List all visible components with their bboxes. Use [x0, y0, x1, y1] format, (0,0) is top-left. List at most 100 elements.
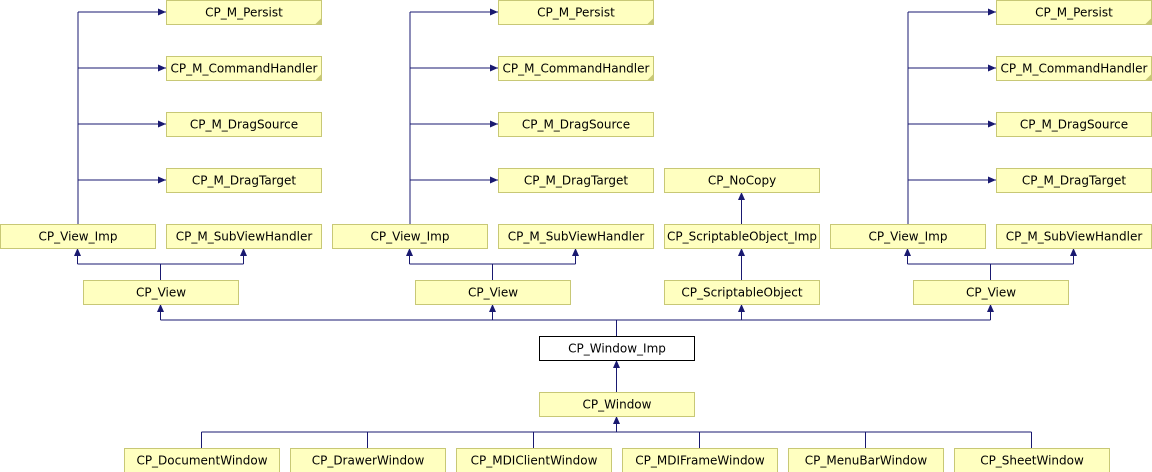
class-node[interactable]: CP_M_Persist	[166, 0, 322, 25]
class-node[interactable]: CP_NoCopy	[664, 168, 820, 193]
more-indicator-icon	[315, 74, 322, 81]
class-node-box	[539, 392, 695, 417]
class-node-box	[166, 0, 322, 25]
class-node[interactable]: CP_View	[415, 280, 571, 305]
class-name: CP_M_CommandHandler	[503, 62, 650, 76]
class-node-box	[498, 0, 654, 25]
class-node[interactable]: CP_View	[913, 280, 1069, 305]
class-node[interactable]: CP_View	[83, 280, 239, 305]
edge-arrow	[158, 120, 166, 128]
class-node[interactable]: CP_M_DragSource	[498, 112, 654, 137]
class-name: CP_DrawerWindow	[312, 454, 425, 468]
class-node-box	[788, 448, 944, 472]
class-node[interactable]: CP_MDIClientWindow	[456, 448, 612, 472]
class-node-box	[996, 0, 1152, 25]
class-node-box	[539, 336, 695, 361]
class-name: CP_DocumentWindow	[136, 454, 267, 468]
class-name: CP_M_DragSource	[522, 118, 630, 132]
edge-arrow	[988, 8, 996, 16]
class-node-box	[498, 168, 654, 193]
class-name: CP_View	[468, 286, 518, 300]
class-name: CP_M_DragTarget	[192, 174, 297, 188]
class-name: CP_NoCopy	[708, 174, 776, 188]
class-node[interactable]: CP_M_CommandHandler	[996, 56, 1152, 81]
class-node-box	[498, 56, 654, 81]
class-node[interactable]: CP_M_DragTarget	[166, 168, 322, 193]
class-node[interactable]: CP_M_Persist	[996, 0, 1152, 25]
class-node-box	[290, 448, 446, 472]
class-node[interactable]: CP_DocumentWindow	[124, 448, 280, 472]
class-node-box	[124, 448, 280, 472]
class-name: CP_M_DragTarget	[1022, 174, 1127, 188]
class-name: CP_M_SubViewHandler	[176, 230, 313, 244]
class-name: CP_MenuBarWindow	[805, 454, 928, 468]
class-node[interactable]: CP_M_SubViewHandler	[996, 224, 1152, 249]
class-name: CP_ScriptableObject	[681, 286, 802, 300]
class-name: CP_ScriptableObject_Imp	[667, 230, 817, 244]
class-node[interactable]: CP_MenuBarWindow	[788, 448, 944, 472]
class-node[interactable]: CP_M_Persist	[498, 0, 654, 25]
class-node[interactable]: CP_SheetWindow	[954, 448, 1110, 472]
class-node[interactable]: CP_View_Imp	[0, 224, 156, 249]
class-name: CP_M_Persist	[537, 6, 615, 20]
class-node[interactable]: CP_M_DragSource	[996, 112, 1152, 137]
edge-arrow	[613, 360, 620, 368]
class-node[interactable]: CP_View_Imp	[332, 224, 488, 249]
class-node-box	[0, 224, 156, 249]
class-node-box	[664, 280, 820, 305]
class-node[interactable]: CP_View_Imp	[830, 224, 986, 249]
class-node[interactable]: CP_M_DragSource	[166, 112, 322, 137]
more-indicator-icon	[647, 18, 654, 25]
class-node-box	[996, 56, 1152, 81]
class-node[interactable]: CP_M_SubViewHandler	[498, 224, 654, 249]
class-node[interactable]: CP_ScriptableObject_Imp	[664, 224, 820, 249]
class-name: CP_View	[136, 286, 186, 300]
class-node[interactable]: CP_M_CommandHandler	[166, 56, 322, 81]
edge-layer	[74, 8, 1077, 448]
class-name: CP_M_SubViewHandler	[508, 230, 645, 244]
class-name: CP_View_Imp	[869, 230, 948, 244]
class-name: CP_M_DragSource	[1020, 118, 1128, 132]
edge-arrow	[406, 248, 413, 256]
class-node-box	[996, 168, 1152, 193]
class-node-box	[166, 112, 322, 137]
edge-arrow	[738, 248, 745, 256]
more-indicator-icon	[315, 18, 322, 25]
class-node[interactable]: CP_DrawerWindow	[290, 448, 446, 472]
edge-arrow	[489, 304, 496, 312]
class-name: CP_SheetWindow	[980, 454, 1084, 468]
edge-arrow	[158, 8, 166, 16]
class-name: CP_M_DragTarget	[524, 174, 629, 188]
class-name: CP_View_Imp	[39, 230, 118, 244]
class-node[interactable]: CP_M_SubViewHandler	[166, 224, 322, 249]
class-node[interactable]: CP_M_DragTarget	[996, 168, 1152, 193]
edge-arrow	[987, 304, 994, 312]
class-node-box	[498, 112, 654, 137]
class-name: CP_M_DragSource	[190, 118, 298, 132]
class-node[interactable]: CP_M_CommandHandler	[498, 56, 654, 81]
edge-arrow	[613, 416, 620, 424]
class-node[interactable]: CP_MDIFrameWindow	[622, 448, 778, 472]
class-node-box	[166, 56, 322, 81]
edge-arrow	[490, 8, 498, 16]
class-node-box	[913, 280, 1069, 305]
class-node-box	[166, 168, 322, 193]
class-node[interactable]: CP_M_DragTarget	[498, 168, 654, 193]
class-node-box	[622, 448, 778, 472]
class-name: CP_MDIClientWindow	[471, 454, 598, 468]
edge-arrow	[74, 248, 81, 256]
edge-arrow	[158, 64, 166, 72]
class-node-box	[996, 112, 1152, 137]
edge-arrow	[738, 304, 745, 312]
edge-arrow	[490, 120, 498, 128]
class-node[interactable]: CP_Window_Imp	[539, 336, 695, 361]
class-node[interactable]: CP_ScriptableObject	[664, 280, 820, 305]
class-name: CP_M_Persist	[205, 6, 283, 20]
edge-arrow	[572, 248, 579, 256]
class-node[interactable]: CP_Window	[539, 392, 695, 417]
edge-arrow	[904, 248, 911, 256]
class-node-box	[830, 224, 986, 249]
class-name: CP_MDIFrameWindow	[635, 454, 765, 468]
